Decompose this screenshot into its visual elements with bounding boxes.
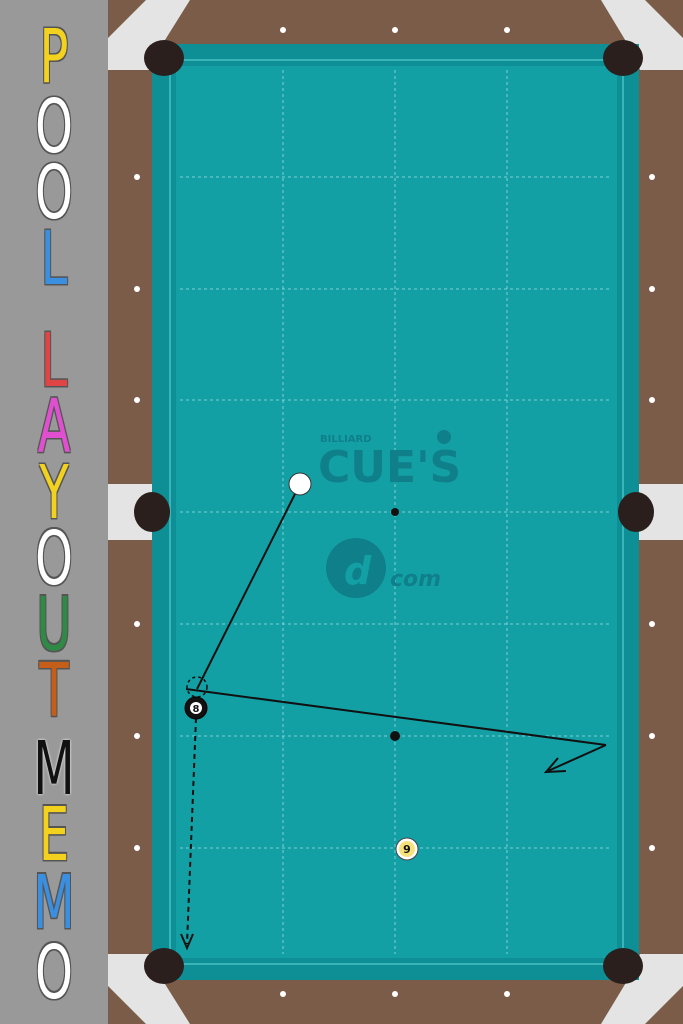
cue-ball-travel-arrow xyxy=(547,744,607,772)
title-letter: M xyxy=(33,859,75,947)
title-letter: O xyxy=(35,83,73,171)
cues-logo: BILLIARD CUE'S com xyxy=(318,430,461,598)
cue-ball[interactable] xyxy=(288,472,312,496)
title-letter: E xyxy=(38,791,70,879)
title-letter: M xyxy=(33,725,75,813)
title-letter: P xyxy=(39,13,69,101)
nine-ball-label: 9 xyxy=(403,843,411,856)
pocket-top-right xyxy=(603,40,643,76)
title-letter: A xyxy=(37,383,71,471)
center-spot xyxy=(391,508,399,516)
pocket-side-left xyxy=(134,492,170,532)
cue-path-line xyxy=(196,483,301,690)
pocket-side-right xyxy=(618,492,654,532)
title-letter: L xyxy=(40,215,68,303)
rail-diamonds xyxy=(134,27,655,997)
title-letter: O xyxy=(35,515,73,603)
logo-small-text: BILLIARD xyxy=(320,434,372,445)
pocket-bottom-right xyxy=(603,948,643,984)
title-letter: O xyxy=(35,929,73,1017)
title-letter: O xyxy=(35,149,73,237)
object-ball-arrowhead xyxy=(180,933,194,951)
foot-spot xyxy=(390,731,400,741)
pocket-bottom-left xyxy=(144,948,184,984)
logo-disc-icon xyxy=(326,538,386,598)
logo-main-text: CUE'S xyxy=(318,442,461,493)
pocket-top-left xyxy=(144,40,184,76)
title-letter: T xyxy=(39,647,69,735)
corner-plate-bottom-right xyxy=(601,954,683,1024)
corner-plate-bottom-left xyxy=(108,954,190,1024)
title-letter: Y xyxy=(39,449,69,537)
eight-ball[interactable]: 8 xyxy=(184,696,208,720)
pool-table: BILLIARD CUE'S com d 8 9 xyxy=(108,0,683,1024)
logo-ball-icon xyxy=(437,430,451,444)
nine-ball[interactable]: 9 xyxy=(395,837,419,861)
cue-ball-travel-line xyxy=(185,688,607,746)
logo-disc-letter: d xyxy=(344,549,372,593)
logo-domain-text: com xyxy=(390,567,441,592)
title-letter: U xyxy=(36,581,72,669)
eight-ball-label: 8 xyxy=(193,704,200,715)
object-ball-path xyxy=(186,717,197,945)
corner-plate-top-left xyxy=(108,0,190,70)
title-letter: L xyxy=(40,317,68,405)
ghost-ball xyxy=(186,676,208,698)
pockets xyxy=(134,40,654,984)
corner-plate-top-right xyxy=(601,0,683,70)
cue-ball-arrowhead xyxy=(543,757,567,774)
